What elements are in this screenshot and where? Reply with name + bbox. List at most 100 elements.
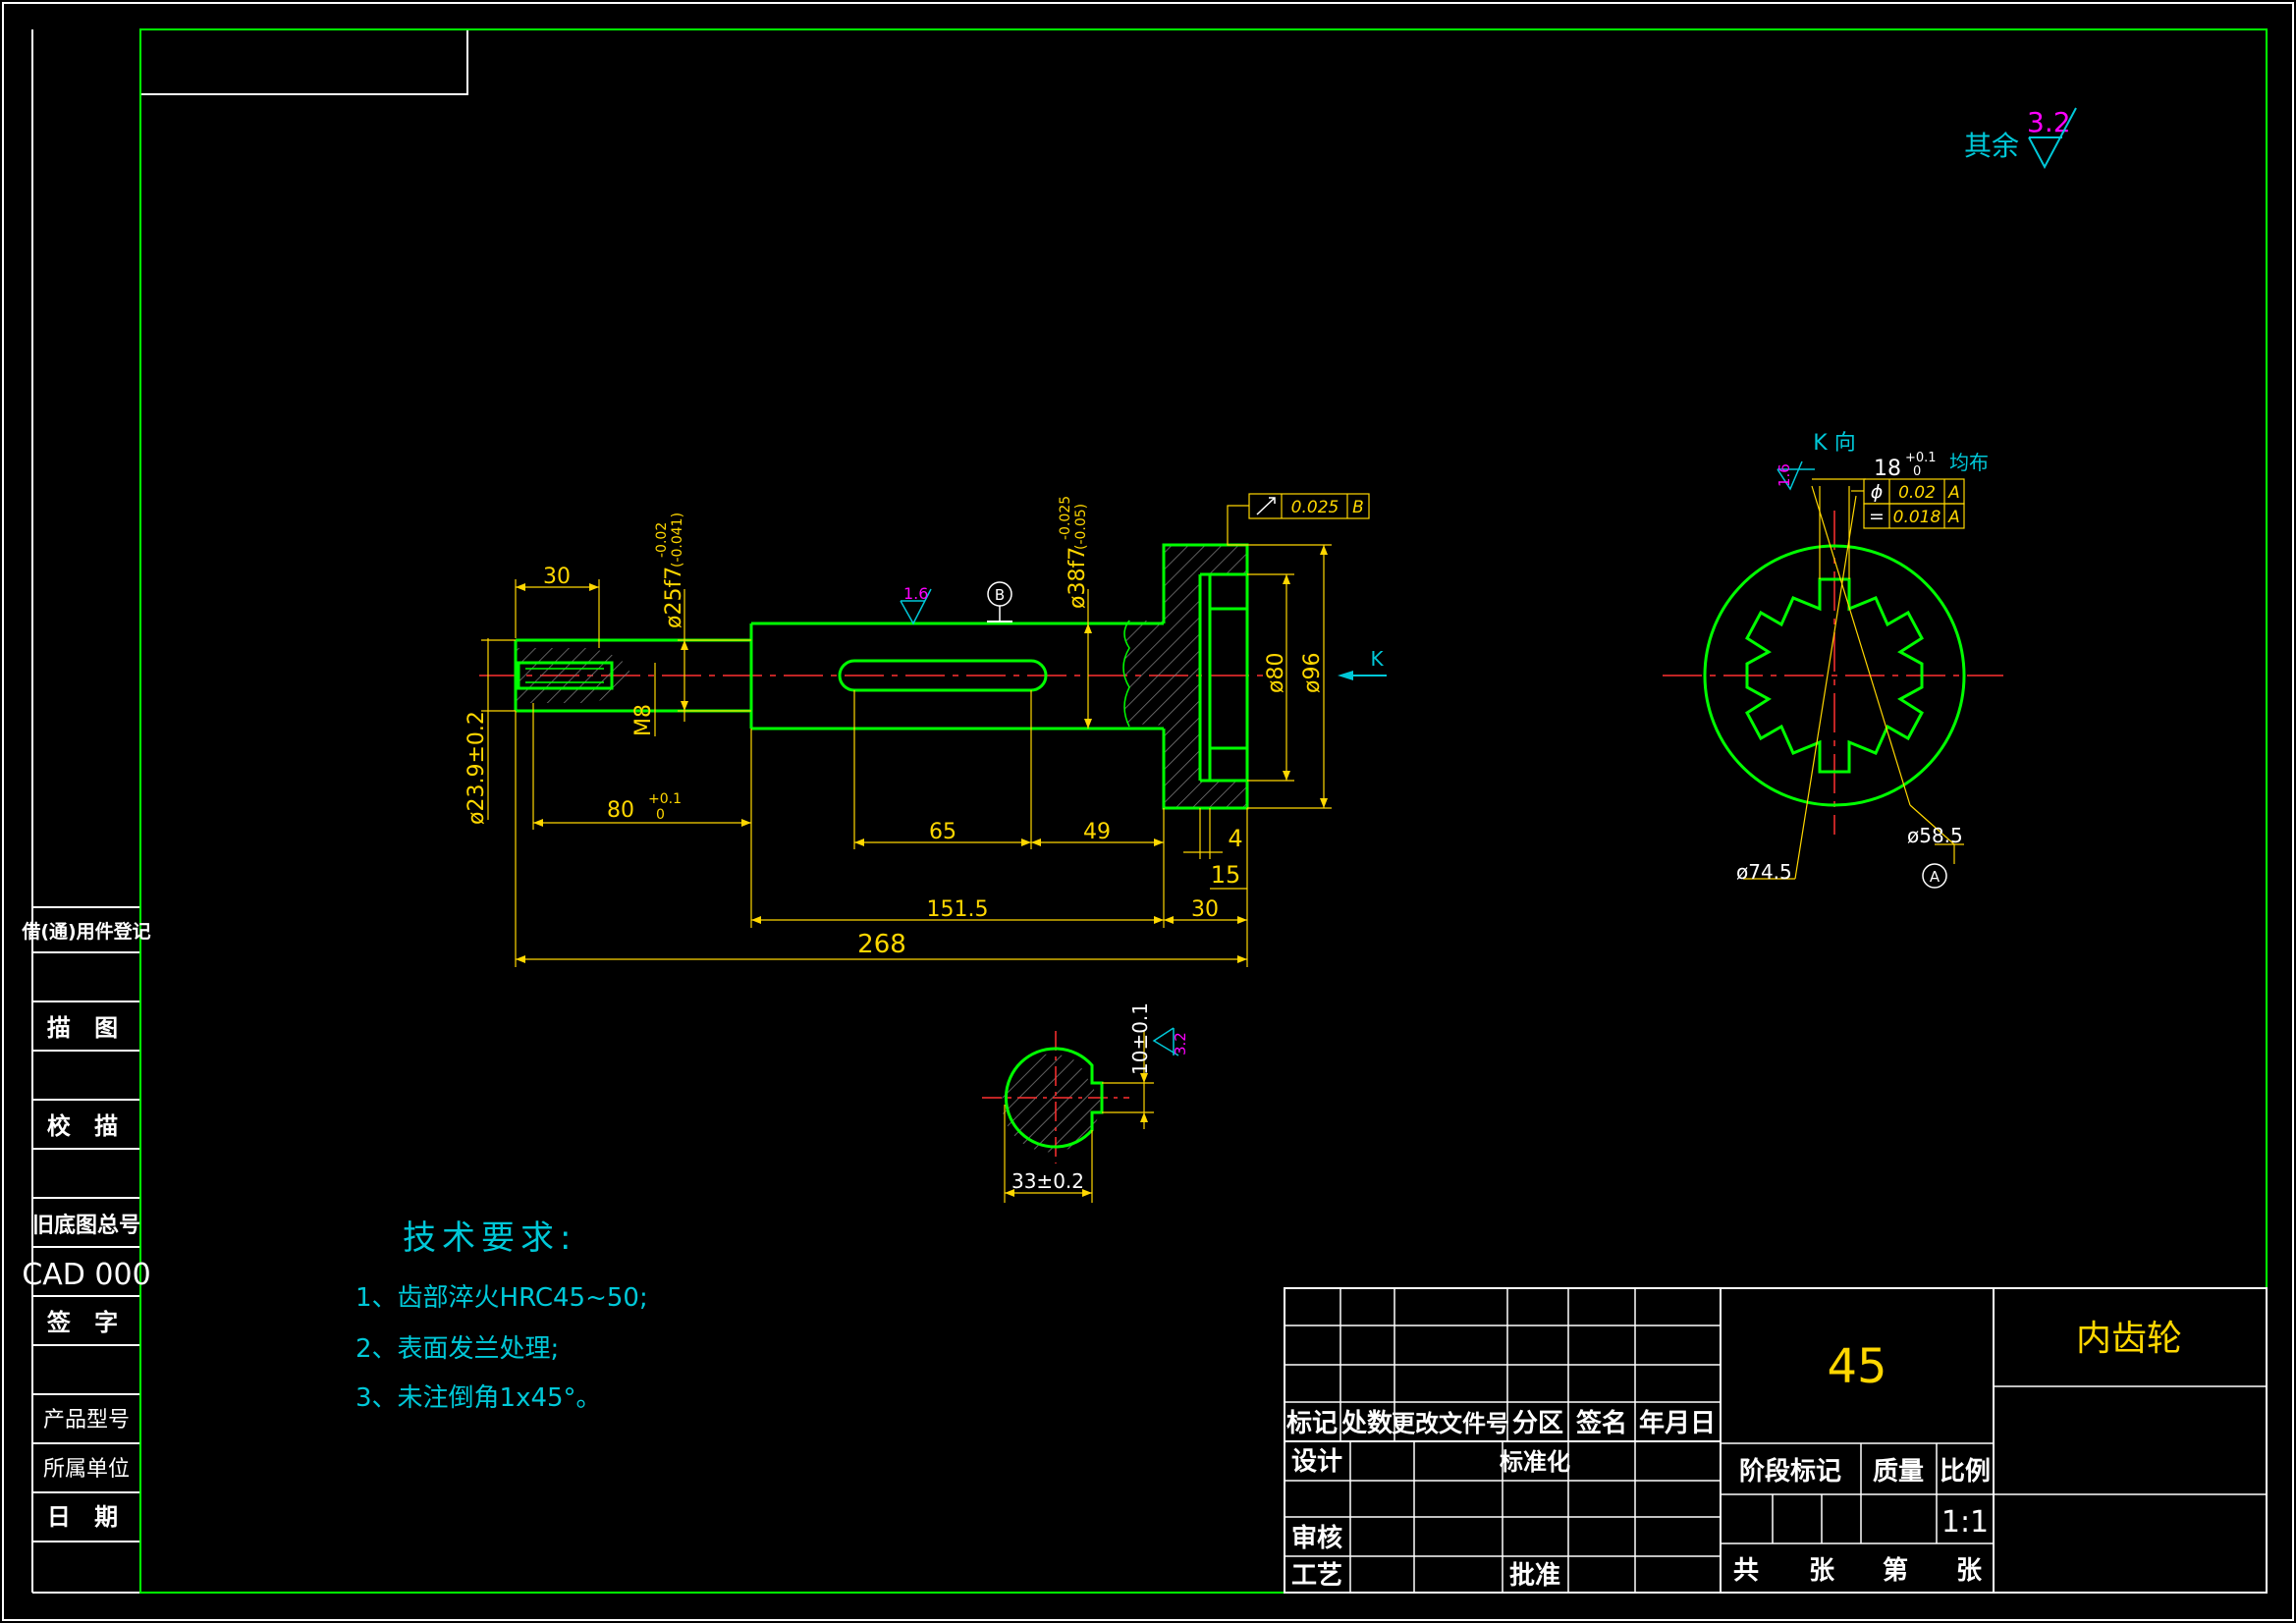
dim-phi80: ø80 <box>1264 653 1288 693</box>
internal-spline-profile <box>1745 577 1924 774</box>
tb-header-sign: 签名 <box>1576 1408 1627 1438</box>
dim-phi96: ø96 <box>1300 653 1325 693</box>
tb-review: 审核 <box>1291 1523 1342 1553</box>
runout-arrow-icon <box>1256 497 1276 515</box>
sidebar-old-no-label: 旧底图总号 <box>32 1213 140 1238</box>
dim-80-tol-upper: +0.1 <box>648 791 682 807</box>
dim-m8: M8 <box>631 704 656 736</box>
sidebar-date-label: 日 期 <box>47 1503 126 1531</box>
tb-header-mark: 标记 <box>1286 1409 1338 1438</box>
tb-mass: 质量 <box>1873 1457 1924 1487</box>
tb-header-date: 年月日 <box>1639 1408 1716 1438</box>
tb-stage: 阶段标记 <box>1739 1456 1841 1487</box>
tech-req-line-1: 1、齿部淬火HRC45~50; <box>355 1283 648 1313</box>
roughness-symbol-icon <box>1777 460 1803 491</box>
dim-49: 49 <box>1083 820 1111 844</box>
symmetry-symbol-icon: = <box>1869 506 1885 527</box>
sidebar-trace-label: 描 图 <box>47 1014 126 1042</box>
symmetry-datum: A <box>1947 508 1960 527</box>
keyway-section-view: 10±0.1 33±0.2 3.2 <box>982 1002 1189 1203</box>
k-end-view: K 向 1.6 18 +0.1 0 均布 ϕ 0.02 A = 0.018 A … <box>1663 431 2003 889</box>
roughness-symbol-icon <box>1152 1027 1179 1056</box>
dim-80-tol-lower: 0 <box>656 807 665 823</box>
datum-b-marker: B <box>987 581 1012 622</box>
dim-18-tol-upper: +0.1 <box>1905 451 1937 465</box>
section-roughness-value: 3.2 <box>1172 1032 1189 1055</box>
title-block <box>1284 1287 2268 1594</box>
tech-req-title: 技术要求: <box>403 1218 576 1258</box>
shaft-roughness-value: 1.6 <box>903 584 928 603</box>
tb-header-zone: 分区 <box>1512 1409 1563 1438</box>
dim-80: 80 <box>607 798 634 823</box>
datum-a-circle <box>1922 863 1947 889</box>
view-k-label: K <box>1370 647 1384 671</box>
dim-65: 65 <box>929 820 957 844</box>
view-k-arrow: K <box>1338 647 1387 680</box>
tb-sheet-no: 第 <box>1883 1555 1908 1586</box>
shaft-roughness: 1.6 <box>900 584 932 625</box>
dim-phi38-tol-lower: (-0.05) <box>1073 504 1089 550</box>
section-view-hatch <box>1002 1054 1101 1153</box>
roughness-rest-label: 其余 <box>1964 130 2019 162</box>
k-view-title: K 向 <box>1813 431 1855 456</box>
dim-33: 33±0.2 <box>1011 1169 1084 1193</box>
runout-value: 0.025 <box>1291 498 1339 517</box>
position-datum: A <box>1947 483 1960 503</box>
section-outline <box>1004 1047 1104 1149</box>
tb-sheets-2: 张 <box>1956 1556 1983 1586</box>
top-left-label-box <box>139 28 468 95</box>
tb-standard: 标准化 <box>1500 1448 1570 1476</box>
dim-phi38: ø38f7 <box>1066 547 1090 609</box>
sidebar-old-no-value: CAD 000 <box>22 1258 150 1292</box>
tb-material: 45 <box>1827 1339 1886 1394</box>
outer-circle <box>1703 544 1966 807</box>
flange-section-hatch <box>1123 545 1247 808</box>
tb-approve: 批准 <box>1509 1561 1560 1591</box>
datum-b-label: B <box>995 586 1005 604</box>
tb-process: 工艺 <box>1291 1561 1342 1591</box>
sidebar-register-label: 借(通)用件登记 <box>21 920 150 943</box>
left-sidebar <box>31 29 140 1594</box>
dim-phi25-tol-upper: -0.02 <box>654 522 670 558</box>
roughness-rest-value: 3.2 <box>2027 106 2071 138</box>
sidebar-check-label: 校 描 <box>47 1112 126 1140</box>
tech-req-line-3: 3、未注倒角1x45°。 <box>355 1383 602 1413</box>
dim-phi74-5: ø74.5 <box>1736 860 1792 884</box>
dim-30-right: 30 <box>1191 897 1219 922</box>
sidebar-unit-label: 所属单位 <box>43 1457 130 1482</box>
dim-18-tol-lower: 0 <box>1913 464 1921 479</box>
position-tolerance-frame <box>1851 478 1965 529</box>
dim-phi25-tol-lower: (-0.041) <box>670 513 685 568</box>
tech-req-line-2: 2、表面发兰处理; <box>355 1334 559 1364</box>
dim-phi58-5: ø58.5 <box>1907 824 1963 847</box>
tb-scale-label: 比例 <box>1940 1457 1991 1487</box>
dim-30-left: 30 <box>543 565 571 589</box>
break-line <box>1122 620 1130 728</box>
position-symbol-icon: ϕ <box>1871 481 1884 503</box>
dim-phi23-9: ø23.9±0.2 <box>465 711 489 825</box>
roughness-symbol-icon <box>2028 107 2077 170</box>
general-roughness: 其余 3.2 <box>1964 106 2077 170</box>
datum-a-label: A <box>1930 868 1941 886</box>
dim-151-5: 151.5 <box>927 897 989 922</box>
runout-datum: B <box>1352 498 1364 517</box>
dim-4: 4 <box>1228 825 1242 852</box>
sidebar-sign-label: 签 字 <box>46 1309 126 1336</box>
drawing-frame <box>139 28 2268 1594</box>
tb-total: 共 <box>1733 1556 1759 1586</box>
shaft-main-view: 30 80 +0.1 0 65 49 4 15 151.5 30 268 ø23… <box>465 493 1387 1153</box>
position-value: 0.02 <box>1898 483 1936 503</box>
runout-tolerance-frame: 0.025 B <box>1248 493 1370 519</box>
tb-header-doc: 更改文件号 <box>1392 1410 1509 1437</box>
tb-header-count: 处数 <box>1340 1409 1394 1438</box>
technical-requirements: 技术要求: 1、齿部淬火HRC45~50; 2、表面发兰处理; 3、未注倒角1x… <box>355 1218 648 1413</box>
tb-sheets: 张 <box>1809 1556 1835 1586</box>
dim-18: 18 <box>1874 457 1901 481</box>
even-distribution-label: 均布 <box>1949 451 1989 474</box>
k-view-roughness-value: 1.6 <box>1776 463 1793 487</box>
dim-268: 268 <box>857 930 906 959</box>
dim-15: 15 <box>1211 861 1241 889</box>
dim-10: 10±0.1 <box>1128 1002 1152 1075</box>
